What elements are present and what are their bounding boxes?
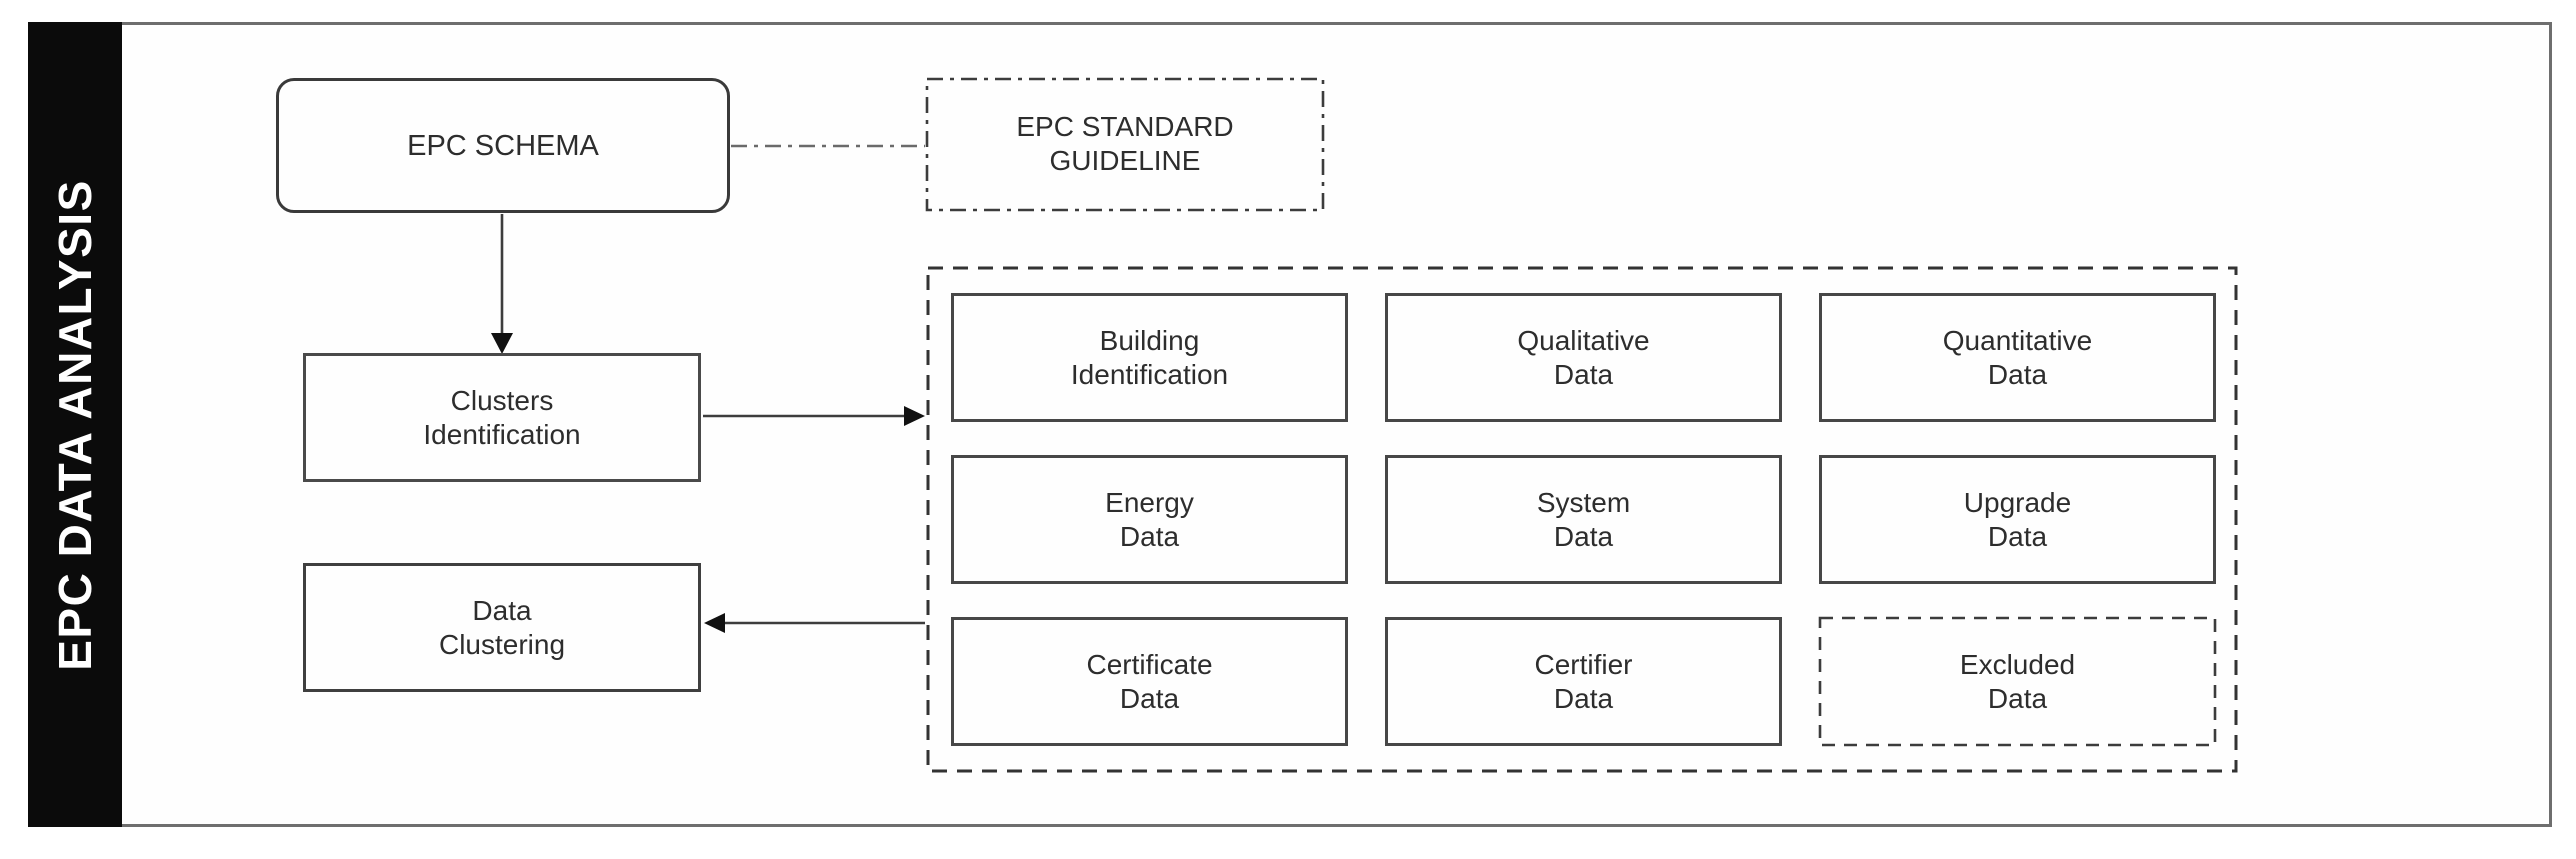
node-label-line1: Clusters — [450, 384, 554, 416]
cell-label-line1: Certificate — [1086, 648, 1213, 680]
cluster-box-quantitative-data: Quantitative Data — [1819, 293, 2216, 422]
node-label-line1: EPC STANDARD — [1016, 111, 1234, 142]
cluster-box-certifier-data: Certifier Data — [1385, 617, 1782, 746]
cluster-box-building-identification: Building Identification — [951, 293, 1348, 422]
cell-label-line1: Certifier — [1534, 648, 1633, 680]
cell-label-line2: Data — [1987, 520, 2048, 552]
cell-label-line1: Upgrade — [1963, 486, 2072, 518]
cell-label-line2: Data — [1987, 682, 2048, 714]
node-data-clustering: Data Clustering — [303, 563, 701, 692]
node-label: EPC SCHEMA — [407, 129, 599, 162]
cell-label-line1: Building — [1099, 324, 1200, 356]
cluster-box-upgrade-data: Upgrade Data — [1819, 455, 2216, 584]
cell-label-line2: Data — [1987, 358, 2048, 390]
cell-label-line2: Data — [1119, 682, 1180, 714]
cell-label-line2: Data — [1553, 682, 1614, 714]
node-clusters-identification: Clusters Identification — [303, 353, 701, 482]
node-label-line2: Identification — [423, 418, 581, 450]
node-label-line2: Clustering — [438, 628, 566, 660]
node-epc-standard-guideline: EPC STANDARD GUIDELINE — [926, 78, 1324, 210]
cell-label-line2: Identification — [1070, 358, 1229, 390]
node-label-line2: GUIDELINE — [1049, 145, 1201, 176]
cell-label-line2: Data — [1119, 520, 1180, 552]
cluster-box-energy-data: Energy Data — [951, 455, 1348, 584]
cell-label-line1: Quantitative — [1942, 324, 2093, 356]
node-epc-schema: EPC SCHEMA — [276, 78, 730, 213]
cluster-box-qualitative-data: Qualitative Data — [1385, 293, 1782, 422]
node-label-line1: Data — [472, 594, 532, 626]
cell-label-line1: Excluded — [1959, 648, 2076, 680]
cell-label-line1: Energy — [1105, 486, 1194, 518]
figure-title: EPC DATA ANALYSIS — [49, 178, 101, 671]
cell-label-line2: Data — [1553, 358, 1614, 390]
cell-label-line2: Data — [1553, 520, 1614, 552]
cluster-box-system-data: System Data — [1385, 455, 1782, 584]
sidebar-title-bar: EPC DATA ANALYSIS — [28, 22, 122, 827]
cluster-box-certificate-data: Certificate Data — [951, 617, 1348, 746]
cell-label-line1: Qualitative — [1517, 324, 1650, 356]
cluster-grid: Building Identification Qualitative Data… — [927, 267, 2238, 771]
cluster-box-excluded-data: Excluded Data — [1819, 617, 2216, 746]
cell-label-line1: System — [1536, 486, 1631, 518]
